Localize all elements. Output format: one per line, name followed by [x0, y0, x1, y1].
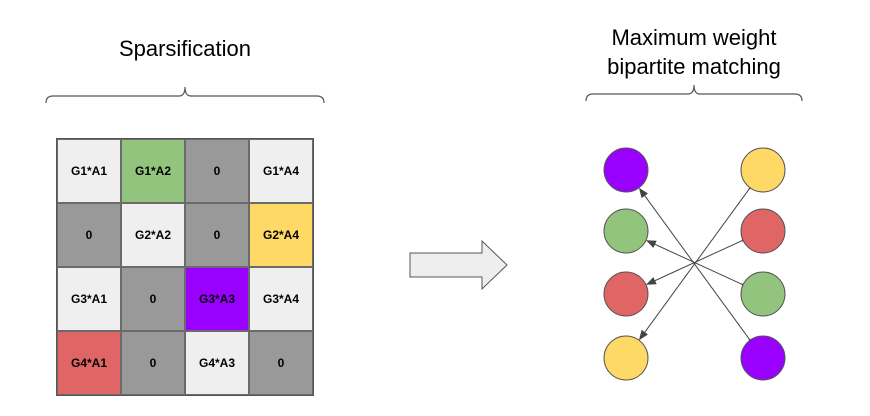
- matrix-cell: G4*A3: [185, 331, 249, 395]
- right-node-green: [740, 271, 786, 317]
- matrix-cell: G2*A2: [121, 203, 185, 267]
- matching-edge: [638, 187, 758, 349]
- matching-title: Maximum weight bipartite matching: [584, 23, 804, 81]
- matrix-cell: 0: [121, 267, 185, 331]
- matrix-cell: G3*A3: [185, 267, 249, 331]
- matching-title-line-2: bipartite matching: [607, 54, 781, 79]
- matching-title-line-1: Maximum weight: [611, 25, 777, 50]
- right-node-purple: [740, 335, 786, 381]
- matrix-cell: 0: [121, 331, 185, 395]
- matrix-cell: 0: [185, 139, 249, 203]
- matrix-cell: G1*A4: [249, 139, 313, 203]
- matrix-cell: 0: [249, 331, 313, 395]
- left-node-purple: [603, 147, 649, 193]
- left-node-red: [603, 271, 649, 317]
- left-node-green: [603, 208, 649, 254]
- matrix-cell: G1*A2: [121, 139, 185, 203]
- matrix-cell: G4*A1: [57, 331, 121, 395]
- matrix-cell: G3*A4: [249, 267, 313, 331]
- right-node-red: [740, 208, 786, 254]
- matrix-cell: 0: [57, 203, 121, 267]
- matrix-cell: G2*A4: [249, 203, 313, 267]
- matrix-cell: G1*A1: [57, 139, 121, 203]
- right-node-yellow: [740, 147, 786, 193]
- matrix-cell: 0: [185, 203, 249, 267]
- matrix-cell: G3*A1: [57, 267, 121, 331]
- sparsification-title: Sparsification: [118, 36, 252, 61]
- left-node-yellow: [603, 335, 649, 381]
- right-arrow-icon: [409, 239, 508, 291]
